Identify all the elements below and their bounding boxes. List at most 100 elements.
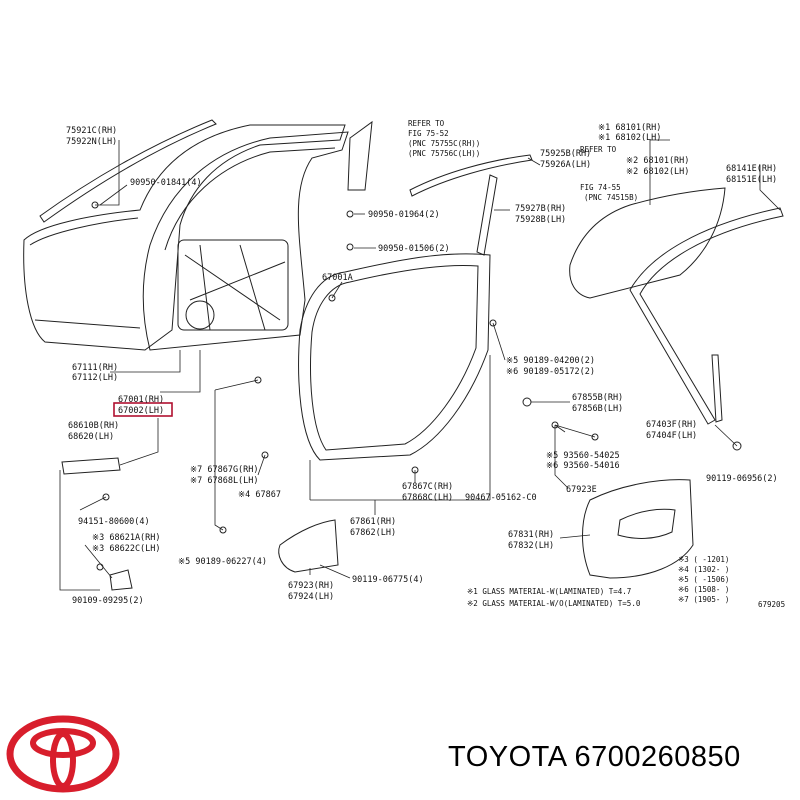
part-label: 67867C(RH) [402,482,453,492]
part-label: 67111(RH) [72,363,118,373]
leader-line [492,322,506,361]
door-hinge-drawing [109,569,133,591]
leader-line [759,165,781,211]
date-note: ※6 (1508- ) [678,585,729,594]
door-weatherstrip-inner [310,264,479,451]
date-note: ※5 ( -1506) [678,575,729,584]
part-label: 75922N(LH) [66,137,117,147]
leader-line [79,496,107,511]
part-label: 90119-06956(2) [706,474,778,484]
part-label: ※7 67867G(RH) [190,465,259,475]
division-bar-drawing [711,354,723,423]
door-weatherstrip-drawing [298,253,491,461]
part-label: ※5 90189-06227(4) [178,557,267,567]
door-window-frame-inner [164,147,336,251]
part-label: 67403F(RH) [646,420,697,430]
part-label: 67856B(LH) [572,404,623,414]
part-label: ※1 68101(RH) [598,123,661,133]
door-inner-frame-drawing [142,131,349,351]
part-label: 67923(RH) [288,581,334,591]
part-label: 67924(LH) [288,592,334,602]
door-inner-cavity-drawing [177,239,289,331]
part-label: 68620(LH) [68,432,114,442]
belt-moulding-drawing [39,119,217,223]
part-label: ※3 68621A(RH) [92,533,161,543]
glass-note: ※1 GLASS MATERIAL-W(LAMINATED) T=4.7 [467,587,631,596]
refer-note: FIG 75-52 [408,129,449,138]
part-label: 67831(RH) [508,530,554,540]
window-regulator-drawing [184,244,286,331]
part-label: 67868C(LH) [402,493,453,503]
part-label: ※6 93560-54016 [546,461,620,471]
door-outer-panel-drawing [23,124,346,351]
date-note: ※7 (1905- ) [678,595,729,604]
door-outer-bottom-line [34,319,141,329]
glass-run-drawing [629,207,784,425]
part-label: ※1 68102(LH) [598,133,661,143]
upper-sash-moulding-drawing [409,154,533,197]
door-check-drawing [61,457,121,475]
refer-note: REFER TO [580,145,617,154]
leader-line [84,544,113,579]
date-note: ※3 ( -1201) [678,555,729,564]
bolt-icon [96,563,104,571]
part-label: 90950-01506(2) [378,244,450,254]
part-labels: 75921C(RH) 75922N(LH) 90950-01841(4) REF… [66,119,785,609]
corner-piece-drawing [347,120,373,191]
leader-line [257,454,266,476]
door-outer-crease-drawing [29,217,139,246]
part-label: 68141E(RH) [726,164,777,174]
part-label: ※3 68622C(LH) [92,544,161,554]
leader-line [319,564,351,579]
part-label: 67404F(LH) [646,431,697,441]
leader-line [714,424,738,447]
leader-line [649,139,670,205]
leader-line [527,157,541,166]
part-label: 67855B(RH) [572,393,623,403]
brand-part-number: TOYOTA 6700260850 [448,741,741,773]
part-label: ※7 67868L(LH) [190,476,259,486]
door-trim-board-drawing [582,479,694,579]
bolt-icon [346,210,354,218]
part-label: 67861(RH) [350,517,396,527]
part-label: ※6 90189-05172(2) [506,367,595,377]
refer-note: REFER TO [408,119,445,128]
leader-line [119,418,159,466]
part-label: 67923E [566,485,597,495]
part-label: 90950-01841(4) [130,178,202,188]
part-label: 90119-06775(4) [352,575,424,585]
leader-line [95,140,120,206]
part-label: 67112(LH) [72,373,118,383]
leader-line [554,425,569,489]
refer-note: (PNC 75755C(RH)) [408,139,480,148]
part-label: ※5 90189-04200(2) [506,356,595,366]
refer-note: (PNC 74515B) [584,193,638,202]
part-label: 67832(LH) [508,541,554,551]
leader-line [160,350,201,393]
part-label: ※5 93560-54025 [546,451,620,461]
highlight-box [113,402,173,417]
part-label: ※2 68101(RH) [626,156,689,166]
refer-note: FIG 74-55 [580,183,621,192]
part-label: ※4 67867 [238,490,281,500]
figure-number: 679205 [758,600,785,609]
retainer-icon [522,397,532,407]
part-label: 67001A [322,273,353,283]
toyota-logo-icon [6,715,120,793]
part-label: 90467-05162-C0 [465,493,537,503]
leader-line [214,390,224,531]
rear-sash-strip-drawing [476,174,498,256]
lower-garnish-drawing [278,519,339,573]
bolt-icon [346,243,354,251]
part-label: 94151-80600(4) [78,517,150,527]
glass-note: ※2 GLASS MATERIAL-W/O(LAMINATED) T=5.0 [467,599,641,608]
door-glass-drawing [569,187,726,299]
leader-line [110,350,181,373]
part-label: 90109-09295(2) [72,596,144,606]
part-label: 67862(LH) [350,528,396,538]
part-label: 68151E(LH) [726,175,777,185]
part-label: 75921C(RH) [66,126,117,136]
speaker-opening-drawing [185,300,215,330]
date-note: ※4 (1302- ) [678,565,729,574]
leader-line [99,184,128,206]
